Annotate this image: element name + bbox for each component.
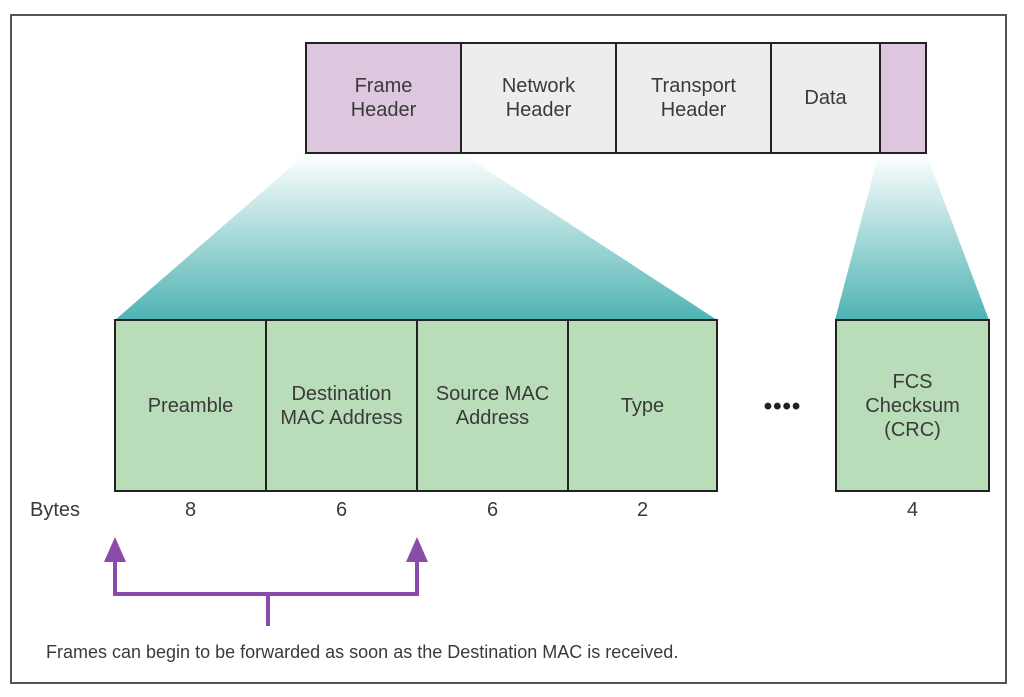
network-header-segment: Network Header: [460, 42, 617, 154]
fcs-byte-count: 4: [906, 499, 919, 521]
type-byte-count: 2: [636, 499, 649, 521]
frame-trailer-segment: [879, 42, 927, 154]
trailer-zoom-funnel: [835, 153, 989, 320]
source-mac-byte-count: 6: [486, 499, 499, 521]
left-arrow-head-icon: [104, 537, 126, 562]
diagram-border: [10, 14, 1007, 684]
destination-mac-byte-count: 6: [335, 499, 348, 521]
right-arrow-head-icon: [406, 537, 428, 562]
ellipsis-dots: ••••: [763, 393, 802, 420]
bytes-row-label: Bytes: [30, 499, 81, 521]
caption: Frames can begin to be forwarded as soon…: [46, 642, 679, 662]
fcs-checksum-field: FCS Checksum (CRC): [835, 319, 990, 492]
preamble-byte-count: 8: [184, 499, 197, 521]
frame-header-segment: Frame Header: [305, 42, 462, 154]
frame-header-zoom-funnel: [115, 153, 717, 320]
type-field: Type: [567, 319, 718, 492]
